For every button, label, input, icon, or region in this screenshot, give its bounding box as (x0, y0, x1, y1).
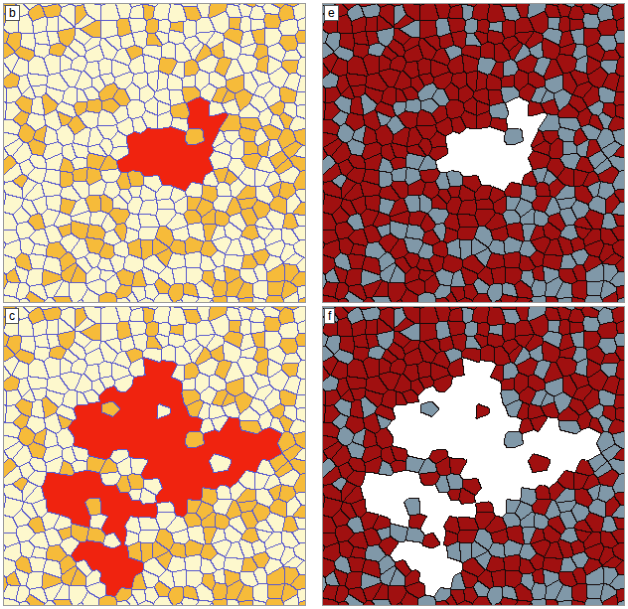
microstructure-panel (3, 3, 306, 303)
microstructure-panel (322, 306, 625, 606)
microstructure-panel (3, 306, 306, 606)
panel-label: e (324, 5, 339, 21)
panel-label: c (5, 308, 19, 324)
panel-label: b (5, 5, 20, 21)
panel-label: f (324, 308, 335, 324)
microstructure-panel (322, 3, 625, 303)
